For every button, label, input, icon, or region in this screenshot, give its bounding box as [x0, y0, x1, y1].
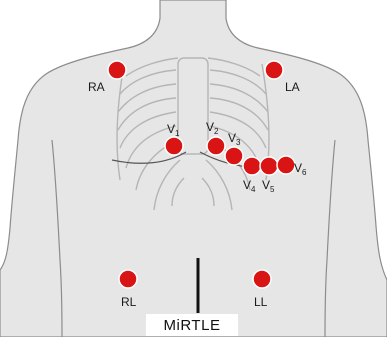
electrode-la: [265, 61, 283, 79]
electrode-v6: [277, 156, 295, 174]
electrode-v4: [243, 157, 261, 175]
electrode-ll: [253, 270, 271, 288]
electrode-v3: [225, 147, 243, 165]
label-ll: LL: [254, 295, 268, 309]
electrode-ra: [108, 61, 126, 79]
label-rl: RL: [121, 295, 137, 309]
electrode-v5: [260, 157, 278, 175]
label-la: LA: [285, 80, 300, 94]
electrode-v1: [165, 137, 183, 155]
device-label: MiRTLE: [146, 313, 238, 336]
electrode-v2: [207, 137, 225, 155]
electrode-rl: [119, 270, 137, 288]
label-ra: RA: [88, 80, 105, 94]
